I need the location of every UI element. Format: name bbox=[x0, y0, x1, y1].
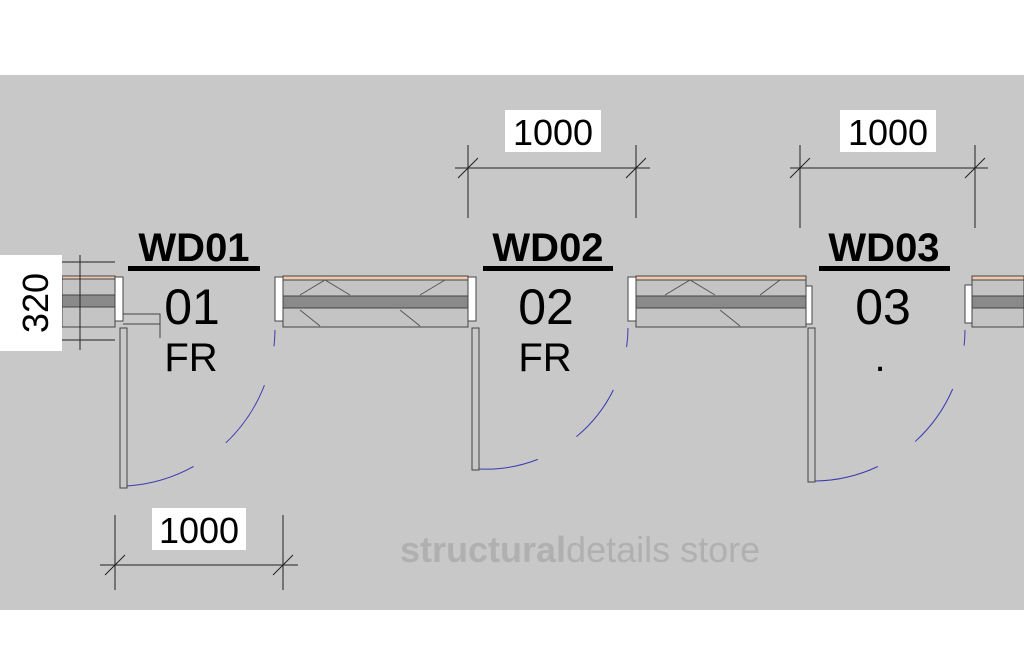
wall-segment bbox=[61, 275, 124, 328]
door-swings bbox=[119, 313, 966, 489]
door-tag-wd02[interactable]: WD02 02 FR bbox=[483, 226, 613, 380]
dimension-wd03: 1000 bbox=[848, 112, 928, 153]
door-swing-arc bbox=[126, 329, 276, 487]
watermark: structuraldetails store bbox=[400, 529, 760, 570]
svg-text:FR: FR bbox=[164, 336, 217, 380]
door-swing-arc bbox=[814, 329, 966, 482]
door-swing-arc bbox=[478, 327, 629, 470]
svg-text:FR: FR bbox=[518, 336, 571, 380]
door-tag-wd01[interactable]: WD01 01 FR bbox=[128, 226, 260, 380]
dimension-wd01: 1000 bbox=[159, 510, 239, 551]
svg-text:.: . bbox=[874, 336, 885, 380]
svg-text:02: 02 bbox=[518, 279, 574, 335]
dimension-lines bbox=[62, 145, 988, 590]
svg-text:WD03: WD03 bbox=[828, 226, 939, 270]
wall-segments bbox=[61, 275, 1024, 328]
svg-text:03: 03 bbox=[855, 279, 911, 335]
svg-text:WD01: WD01 bbox=[138, 226, 249, 270]
wall-segment bbox=[627, 275, 813, 328]
svg-text:WD02: WD02 bbox=[492, 226, 603, 270]
svg-text:01: 01 bbox=[164, 279, 220, 335]
dimension-wd02: 1000 bbox=[513, 112, 593, 153]
wall-segment bbox=[964, 275, 1024, 328]
door-leaf bbox=[119, 327, 128, 489]
door-leaf bbox=[471, 327, 480, 471]
wall-thickness-dimension: 320 bbox=[15, 273, 56, 333]
wall-segment bbox=[274, 275, 477, 328]
door-tag-wd03[interactable]: WD03 03 . bbox=[819, 226, 950, 380]
door-leaf bbox=[807, 327, 816, 483]
